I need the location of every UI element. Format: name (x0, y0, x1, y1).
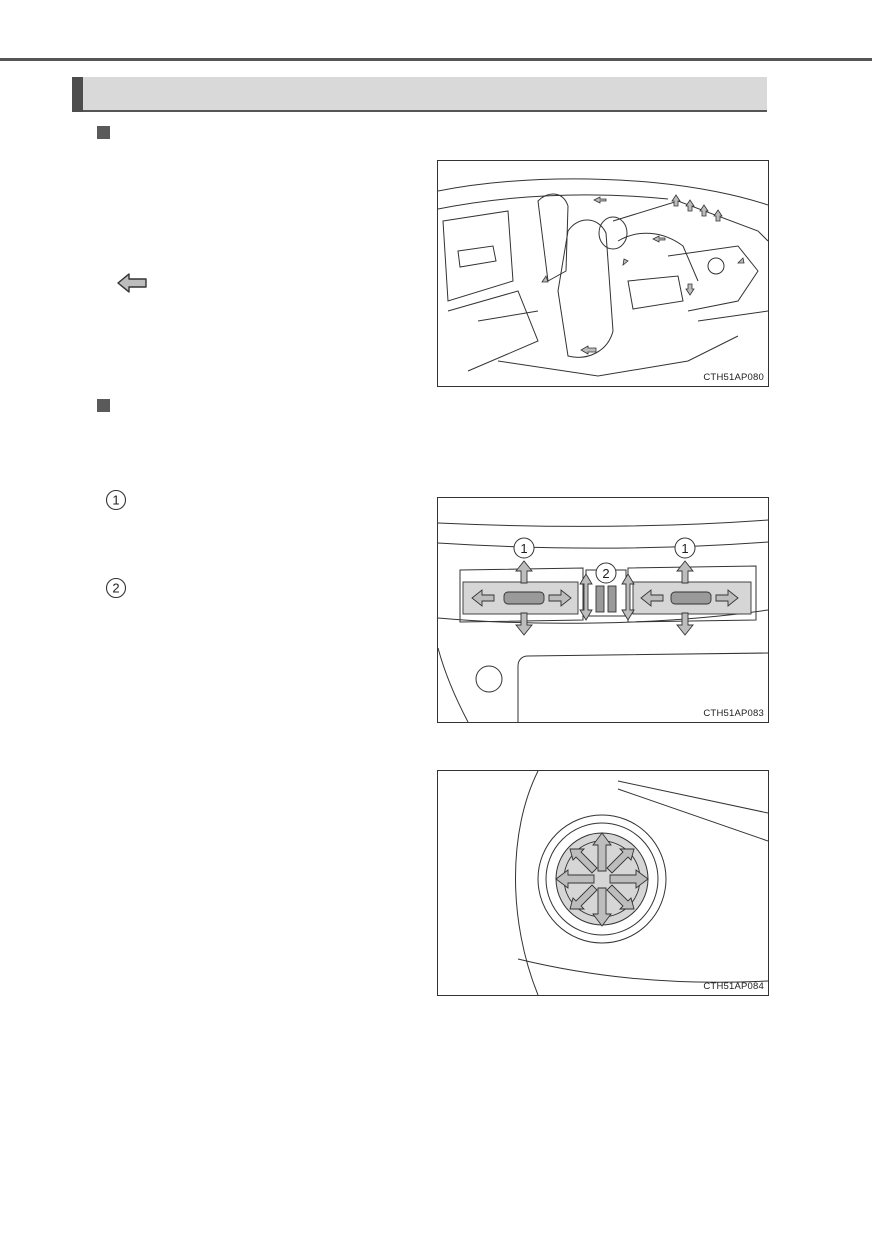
section-title-bar (72, 77, 767, 112)
side-vent-illustration (515, 771, 768, 995)
num-1-label: 1 (112, 493, 119, 508)
interior-illustration (438, 178, 768, 377)
figure-code-1: CTH51AP080 (703, 372, 764, 383)
subsection-marker-2 (97, 399, 110, 412)
figure-side-vent: CTH51AP084 (437, 770, 769, 996)
left-arrow-icon (117, 273, 147, 293)
figure-center-vents: 1 2 1 CTH51AP083 (437, 497, 769, 723)
num-2-label: 2 (112, 581, 119, 596)
vent-callout-1-right: 1 (681, 541, 688, 556)
vent-callout-2: 2 (602, 566, 609, 581)
figure-code-3: CTH51AP084 (703, 981, 764, 992)
subsection-marker-1 (97, 126, 110, 139)
vent-callout-1-left: 1 (520, 541, 527, 556)
header-rule (0, 58, 872, 61)
circled-number-1-icon: 1 (105, 489, 127, 511)
circled-number-2-icon: 2 (105, 577, 127, 599)
center-vents-illustration: 1 2 1 (438, 519, 768, 722)
section-title-accent (72, 77, 83, 112)
figure-interior-airflow: CTH51AP080 (437, 160, 769, 387)
figure-code-2: CTH51AP083 (703, 708, 764, 719)
